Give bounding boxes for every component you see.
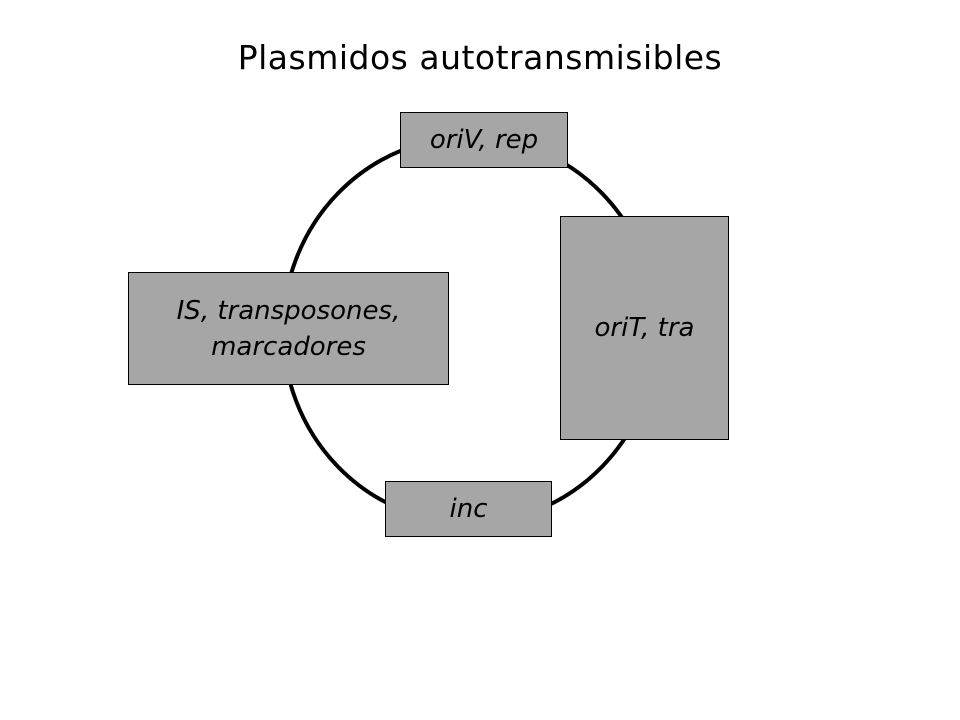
- segment-oriv-rep-label: oriV, rep: [429, 125, 539, 155]
- segment-inc-label: inc: [449, 494, 488, 524]
- segment-inc: inc: [385, 481, 552, 537]
- segment-oriv-rep: oriV, rep: [400, 112, 568, 168]
- page-title: Plasmidos autotransmisibles: [237, 38, 723, 77]
- segment-orit-tra: oriT, tra: [560, 216, 729, 440]
- segment-orit-tra-label: oriT, tra: [594, 313, 695, 343]
- segment-is-transposones-line-1: IS, transposones,: [176, 295, 401, 326]
- segment-is-transposones-line-2: marcadores: [211, 331, 366, 362]
- segment-is-transposones: IS, transposones, marcadores: [128, 272, 449, 385]
